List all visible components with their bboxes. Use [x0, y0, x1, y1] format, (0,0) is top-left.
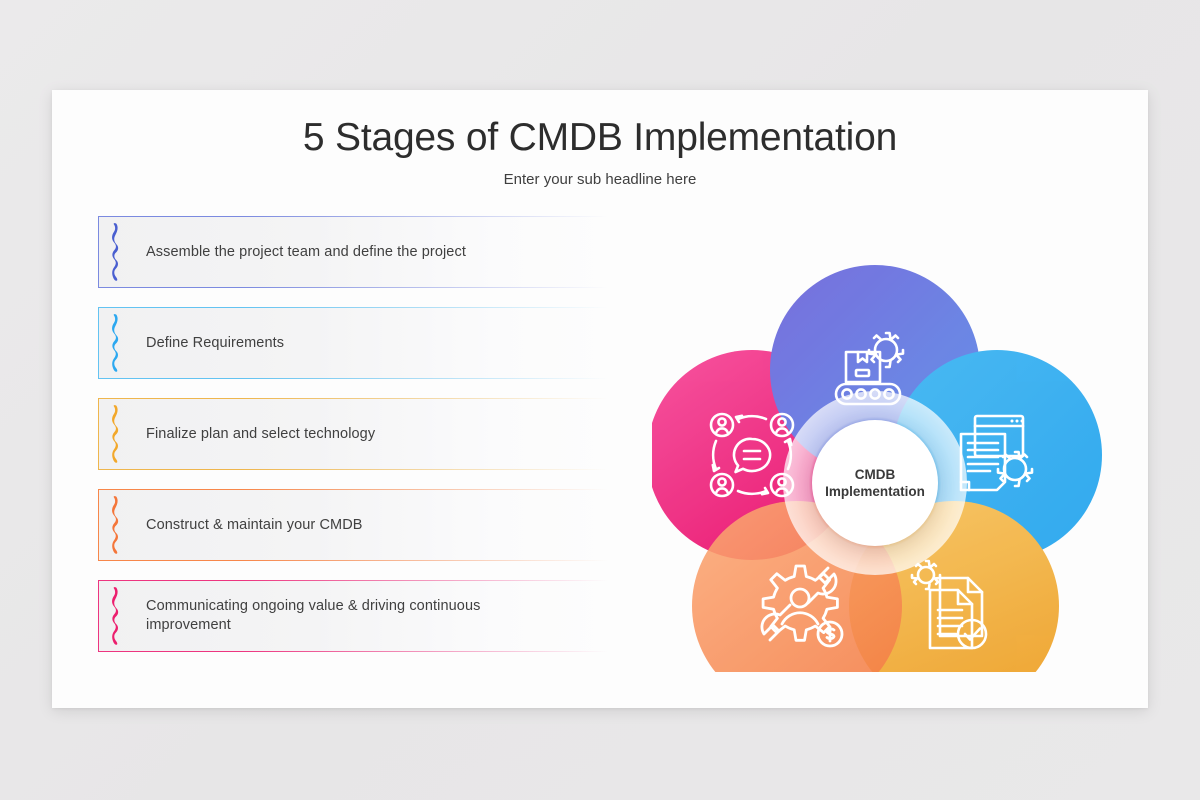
page-title: 5 Stages of CMDB Implementation: [302, 116, 898, 159]
list-item[interactable]: Construct & maintain your CMDB: [98, 489, 608, 561]
list-item-label: Assemble the project team and define the…: [146, 243, 466, 260]
list-item[interactable]: Assemble the project team and define the…: [98, 216, 608, 288]
list-item-label: Define Requirements: [146, 334, 285, 351]
brush-stroke-icon: [111, 405, 123, 463]
stage-list: Assemble the project team and define the…: [98, 216, 608, 671]
card-background: [98, 580, 608, 652]
list-item-label: Construct & maintain your CMDB: [146, 516, 363, 533]
hub-label: CMDB Implementation: [825, 466, 925, 500]
card-background: [98, 307, 608, 379]
hub-circle: CMDB Implementation: [812, 420, 938, 546]
cmdb-petal-diagram: CMDB Implementation: [652, 202, 1112, 672]
page-subtitle: Enter your sub headline here: [503, 171, 697, 188]
brush-stroke-icon: [111, 587, 123, 645]
list-item-label: Finalize plan and select technology: [146, 425, 376, 442]
hub-label-line1: CMDB: [854, 467, 896, 482]
list-item[interactable]: Define Requirements: [98, 307, 608, 379]
brush-stroke-icon: [111, 496, 123, 554]
list-item[interactable]: Finalize plan and select technology: [98, 398, 608, 470]
card-background: [98, 398, 608, 470]
card-background: [98, 489, 608, 561]
presentation-slide: 5 Stages of CMDB Implementation Enter yo…: [52, 90, 1148, 708]
card-background: [98, 216, 608, 288]
list-item[interactable]: Communicating ongoing value & driving co…: [98, 580, 608, 652]
brush-stroke-icon: [111, 223, 123, 281]
hub-label-line2: Implementation: [825, 484, 925, 499]
list-item-label: Communicating ongoing value & driving co…: [146, 598, 481, 633]
brush-stroke-icon: [111, 314, 123, 372]
